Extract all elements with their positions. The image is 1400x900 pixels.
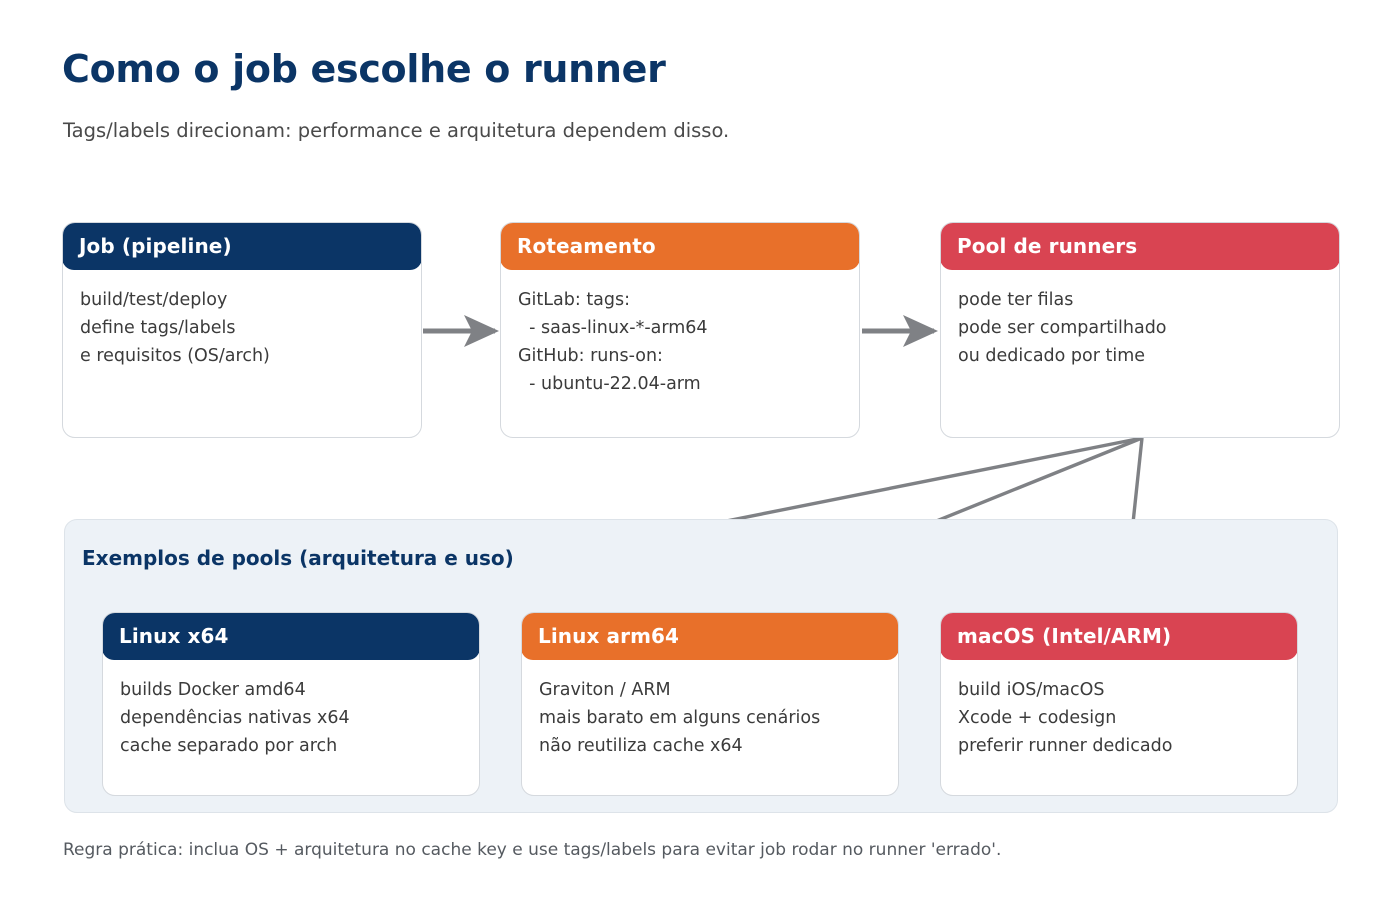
card-line: GitHub: runs-on: <box>518 346 663 366</box>
card-roteamento[interactable]: Roteamento GitLab: tags: - saas-linux-*-… <box>500 222 860 438</box>
page-title: Como o job escolhe o runner <box>62 47 666 91</box>
card-line: preferir runner dedicado <box>958 736 1173 756</box>
card-line: não reutiliza cache x64 <box>539 736 743 756</box>
card-roteamento-header: Roteamento <box>501 223 859 270</box>
card-line: pode ser compartilhado <box>958 318 1167 338</box>
card-line: Graviton / ARM <box>539 680 671 700</box>
card-job-pipeline-header: Job (pipeline) <box>63 223 421 270</box>
card-line: GitLab: tags: <box>518 290 631 310</box>
card-linux-arm64-header: Linux arm64 <box>522 613 898 660</box>
card-linux-arm64-title: Linux arm64 <box>538 624 680 648</box>
card-roteamento-title: Roteamento <box>517 234 656 258</box>
card-job-pipeline-title: Job (pipeline) <box>79 234 232 258</box>
card-line: define tags/labels <box>80 318 236 338</box>
card-linux-x64[interactable]: Linux x64 builds Docker amd64 dependênci… <box>102 612 480 796</box>
card-linux-arm64[interactable]: Linux arm64 Graviton / ARM mais barato e… <box>521 612 899 796</box>
card-pool-de-runners[interactable]: Pool de runners pode ter filas pode ser … <box>940 222 1340 438</box>
card-pool-de-runners-title: Pool de runners <box>957 234 1138 258</box>
card-linux-x64-body: builds Docker amd64 dependências nativas… <box>103 660 479 760</box>
card-line: pode ter filas <box>958 290 1074 310</box>
card-linux-x64-header: Linux x64 <box>103 613 479 660</box>
card-macos[interactable]: macOS (Intel/ARM) build iOS/macOS Xcode … <box>940 612 1298 796</box>
card-job-pipeline-body: build/test/deploy define tags/labels e r… <box>63 270 421 370</box>
examples-panel-title: Exemplos de pools (arquitetura e uso) <box>82 546 514 570</box>
card-line: cache separado por arch <box>120 736 338 756</box>
card-pool-de-runners-header: Pool de runners <box>941 223 1339 270</box>
card-job-pipeline[interactable]: Job (pipeline) build/test/deploy define … <box>62 222 422 438</box>
card-line: - saas-linux-*-arm64 <box>518 318 708 338</box>
page-subtitle: Tags/labels direcionam: performance e ar… <box>63 119 730 142</box>
card-linux-arm64-body: Graviton / ARM mais barato em alguns cen… <box>522 660 898 760</box>
card-line: e requisitos (OS/arch) <box>80 346 270 366</box>
card-roteamento-body: GitLab: tags: - saas-linux-*-arm64 GitHu… <box>501 270 859 398</box>
card-line: dependências nativas x64 <box>120 708 350 728</box>
card-line: - ubuntu-22.04-arm <box>518 374 701 394</box>
card-line: builds Docker amd64 <box>120 680 306 700</box>
card-macos-title: macOS (Intel/ARM) <box>957 624 1172 648</box>
card-line: build iOS/macOS <box>958 680 1105 700</box>
card-linux-x64-title: Linux x64 <box>119 624 229 648</box>
card-line: Xcode + codesign <box>958 708 1117 728</box>
card-line: mais barato em alguns cenários <box>539 708 821 728</box>
card-macos-body: build iOS/macOS Xcode + codesign preferi… <box>941 660 1297 760</box>
footer-note: Regra prática: inclua OS + arquitetura n… <box>63 840 1002 860</box>
card-line: build/test/deploy <box>80 290 228 310</box>
card-macos-header: macOS (Intel/ARM) <box>941 613 1297 660</box>
card-line: ou dedicado por time <box>958 346 1146 366</box>
card-pool-de-runners-body: pode ter filas pode ser compartilhado ou… <box>941 270 1339 370</box>
